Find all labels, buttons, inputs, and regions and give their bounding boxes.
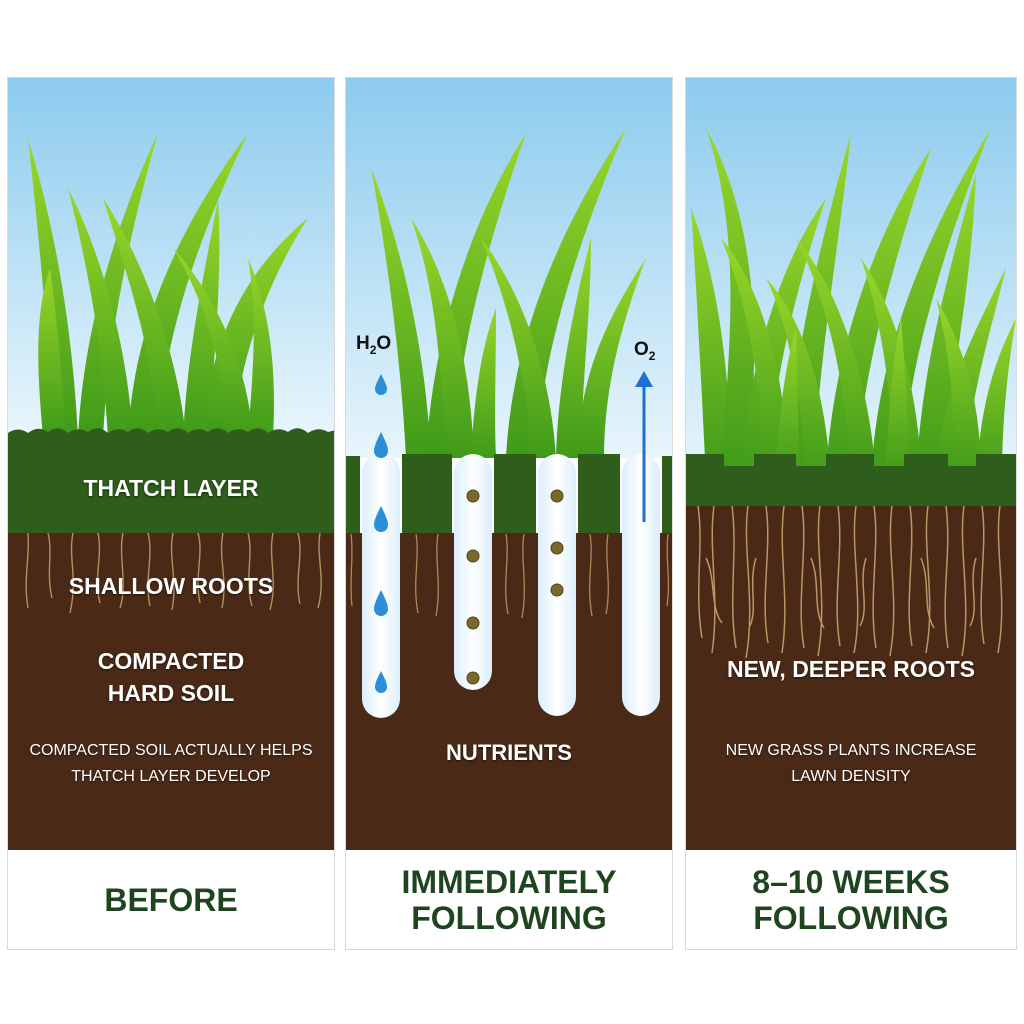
shallow-roots	[25, 532, 322, 614]
aeration-hole-4	[622, 454, 660, 716]
caption-immediately-line-1: IMMEDIATELY	[401, 864, 617, 901]
soil	[8, 533, 334, 850]
water-drop-icon	[375, 671, 387, 693]
scene-before	[8, 78, 334, 850]
soil	[686, 506, 1016, 850]
panel-before: THATCH LAYER SHALLOW ROOTS COMPACTED HAR…	[7, 77, 335, 950]
oxygen-arrow-icon	[635, 371, 653, 522]
note-line-1: COMPACTED SOIL ACTUALLY HELPS	[29, 742, 313, 759]
caption-before: BEFORE	[8, 850, 334, 949]
soil	[346, 533, 672, 850]
caption-weeks-line-2: FOLLOWING	[753, 899, 949, 936]
panel-immediately-following: H2O O2 NUTRIENTS IMMEDIATELY FOLLOWING	[345, 77, 673, 950]
water-label-o: O	[376, 333, 392, 354]
aeration-hole-1	[362, 454, 400, 718]
note-line-2: THATCH LAYER DEVELOP	[71, 768, 271, 785]
nutrient-dots	[466, 489, 564, 685]
scene-before-illustration	[8, 78, 334, 850]
scene-immediately-following	[346, 78, 672, 850]
compacted-label: COMPACTED	[97, 648, 245, 674]
aeration-hole-2	[454, 454, 492, 690]
scene-weeks-illustration	[686, 78, 1016, 850]
water-label-sub: 2	[369, 342, 377, 357]
thatch-segments	[346, 454, 672, 534]
water-label-h: H	[356, 333, 370, 354]
caption-weeks-following: 8–10 WEEKS FOLLOWING	[686, 850, 1016, 949]
deeper-roots	[697, 505, 1003, 659]
panel-weeks-following: NEW, DEEPER ROOTS NEW GRASS PLANTS INCRE…	[685, 77, 1017, 950]
caption-immediately-line-2: FOLLOWING	[411, 899, 607, 936]
caption-before-text: BEFORE	[104, 881, 238, 918]
grass-blades-dense	[691, 128, 1016, 478]
density-note-line-2: LAWN DENSITY	[791, 768, 911, 785]
caption-immediately-following: IMMEDIATELY FOLLOWING	[346, 850, 672, 949]
scene-weeks-following	[686, 78, 1016, 850]
caption-weeks-line-1: 8–10 WEEKS	[752, 864, 950, 901]
aeration-holes	[362, 454, 660, 718]
oxygen-label-o: O	[634, 339, 649, 360]
grass-blades	[371, 128, 646, 458]
water-drop-icon	[375, 374, 387, 395]
roots	[350, 533, 670, 619]
thatch-layer	[8, 428, 334, 533]
water-drop-icon	[374, 432, 388, 458]
scene-immediately-illustration	[346, 78, 672, 850]
oxygen-label: O2	[634, 339, 655, 363]
oxygen-label-sub: 2	[648, 348, 656, 363]
density-note-line-1: NEW GRASS PLANTS INCREASE	[725, 742, 977, 759]
caption-weeks-text: 8–10 WEEKS FOLLOWING	[752, 864, 950, 936]
caption-immediately-text: IMMEDIATELY FOLLOWING	[401, 864, 617, 936]
water-drops	[374, 374, 388, 693]
deeper-roots-label: NEW, DEEPER ROOTS	[727, 656, 975, 682]
water-drop-icon	[374, 590, 388, 616]
hard-soil-label: HARD SOIL	[107, 680, 235, 706]
water-label: H2O	[356, 333, 391, 357]
grass-blades	[28, 133, 308, 438]
nutrients-label: NUTRIENTS	[446, 740, 572, 765]
shallow-roots-label: SHALLOW ROOTS	[68, 573, 274, 599]
thatch-layer-label: THATCH LAYER	[83, 475, 259, 501]
water-drop-icon	[374, 506, 388, 532]
thatch-layer	[686, 454, 1016, 506]
